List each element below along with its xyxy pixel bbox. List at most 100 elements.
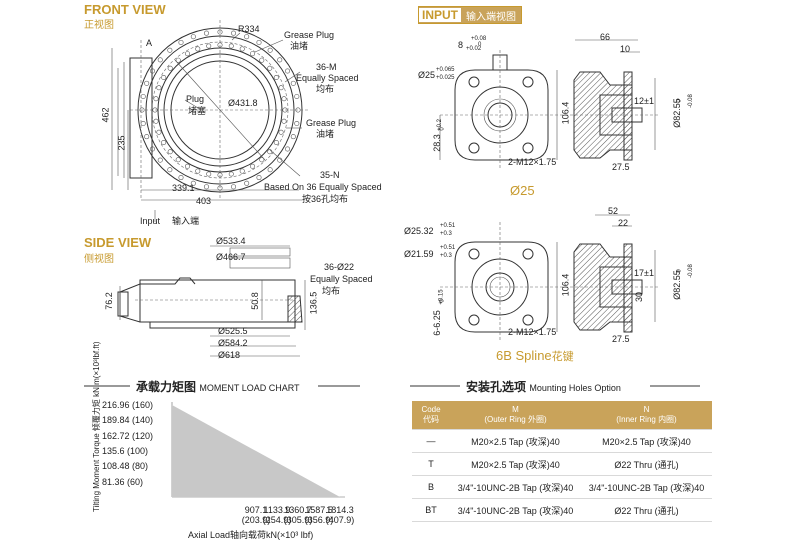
row-n: Ø22 Thru (通孔) (581, 452, 712, 476)
y-tick-label: 216.96 (160) (102, 400, 154, 410)
x-tick-label: 1133.9(254.9) (262, 505, 292, 525)
in-top-d275: 27.5 (612, 162, 630, 172)
bolt-hole (175, 157, 181, 163)
bolt-hole (139, 107, 145, 113)
in-top-d8tol: +0.02 (466, 46, 482, 52)
in-bot-caption: 6B Spline花键 (496, 348, 574, 364)
bolt-hole (244, 34, 250, 40)
in-top-plus008: +0.08 (471, 36, 487, 42)
in-top-d66: 66 (600, 32, 611, 42)
row-m: M20×2.5 Tap (攻深)40 (450, 452, 581, 476)
bolt-hole (273, 140, 279, 146)
side-dim-5334: Ø533.4 (216, 236, 246, 246)
in-top-d8255tol1: 0 (676, 99, 683, 103)
front-label-35n-cn: 按36孔均布 (302, 194, 349, 204)
bolt-hole (195, 46, 201, 52)
bolt-hole (157, 157, 163, 163)
front-label-input: Input (140, 216, 161, 226)
y-tick-label: 108.48 (80) (102, 461, 149, 472)
side-dim-762: 76.2 (103, 292, 114, 310)
bolt-hole (175, 57, 181, 63)
bolt-hole (285, 68, 291, 74)
in-top-d25: Ø25 (418, 70, 436, 80)
in-bot-d8255tol2: -0.08 (687, 264, 694, 278)
row-m: M20×2.5 Tap (攻深)40 (450, 429, 581, 453)
bolt-hole (231, 184, 237, 190)
bolt-hole (206, 43, 212, 49)
bolt-hole (244, 180, 250, 186)
front-dim-403: 403 (196, 196, 212, 206)
side-label-eq: Equally Spaced (310, 274, 373, 284)
in-bot-d8255tol1: 0 (676, 269, 683, 273)
bolt-hole (203, 30, 209, 36)
table-row: B 3/4"-10UNC-2B Tap (攻深)40 3/4"-10UNC-2B… (412, 475, 712, 499)
front-view-subtitle: 正视图 (84, 20, 114, 31)
bolt-hole (140, 121, 146, 127)
mounting-title-cn: 安装孔选项 (466, 380, 527, 394)
row-n: 3/4"-10UNC-2B Tap (攻深)40 (581, 475, 712, 499)
in-bot-caption-en: 6B Spline (496, 348, 552, 363)
y-tick-label: 135.6 (100) (102, 446, 149, 456)
front-dim-235: 235 (116, 135, 127, 151)
bolt-hole (256, 39, 262, 45)
mounting-title-en: Mounting Holes Option (529, 383, 621, 393)
bolt-hole (144, 80, 150, 86)
bolt-hole (203, 184, 209, 190)
y-tick-label: 189.84 (140) (102, 415, 154, 426)
row-n: Ø22 Thru (通孔) (581, 498, 712, 522)
bolt-hole (153, 96, 159, 102)
bolt-hole (259, 157, 265, 163)
front-dim-462: 462 (100, 107, 111, 123)
row-n: M20×2.5 Tap (攻深)40 (581, 429, 712, 453)
bolt-hole (167, 65, 173, 71)
in-bot-d30: 30 (634, 291, 645, 303)
side-dim-36: 36-Ø22 (324, 262, 355, 272)
moment-chart-title-en: MOMENT LOAD CHART (199, 383, 300, 393)
input-badge-label: INPUT (419, 8, 461, 22)
moment-chart-xlabel: Axial Load轴向载荷kN(×10³ lbf) (188, 530, 314, 540)
in-top-d10: 10 (620, 44, 631, 54)
front-label-grease2-cn: 油堵 (316, 129, 335, 139)
front-label-dia: Ø431.8 (228, 98, 258, 108)
front-view-drawing (111, 20, 310, 222)
side-label-eq-cn: 均布 (322, 286, 341, 296)
front-label-35n-desc: Based On 36 Equally Spaced (264, 182, 382, 192)
bolt-hole (156, 129, 162, 135)
bolt-hole (140, 93, 146, 99)
bolt-hole (178, 175, 184, 181)
side-dim-618: Ø618 (218, 350, 241, 360)
front-label-r334: R334 (238, 24, 260, 34)
in-bot-d8255: Ø82.55 (671, 270, 682, 300)
in-top-m12: 2-M12×1.75 (508, 157, 557, 167)
in-bot-d2532tol2: +0.3 (440, 231, 452, 237)
bolt-hole (278, 129, 284, 135)
side-dim-5255: Ø525.5 (218, 326, 248, 336)
bolt-hole (277, 57, 283, 63)
front-label-plug: Plug (186, 94, 205, 104)
table-row: BT 3/4"-10UNC-2B Tap (攻深)40 Ø22 Thru (通孔… (412, 498, 712, 522)
bolt-hole (278, 85, 284, 91)
bolt-hole (250, 51, 256, 57)
bolt-hole (231, 30, 237, 36)
bolt-hole (228, 43, 234, 49)
side-dim-4667: Ø466.7 (216, 252, 246, 262)
mounting-header-n: N(Inner Ring 内圈) (581, 401, 712, 430)
in-top-caption: Ø25 (510, 183, 535, 198)
moment-chart-title-cn: 承载力矩图 (136, 380, 197, 394)
in-top-d8: 8 (458, 40, 464, 50)
bolt-hole (259, 57, 265, 63)
table-row: T M20×2.5 Tap (攻深)40 Ø22 Thru (通孔) (412, 452, 712, 476)
bolt-hole (281, 96, 287, 102)
y-tick-label: 162.72 (120) (102, 430, 154, 441)
bolt-hole (294, 93, 300, 99)
row-code: — (412, 429, 450, 453)
bolt-hole (153, 118, 159, 124)
bolt-hole (290, 80, 296, 86)
in-bot-caption-cn: 花键 (551, 351, 574, 363)
row-m: 3/4"-10UNC-2B Tap (攻深)40 (450, 475, 581, 499)
input-badge-label-cn: 输入端视图 (466, 11, 516, 23)
side-dim-1365: 136.5 (308, 291, 319, 315)
in-bot-d2532: Ø25.32 (404, 226, 434, 236)
